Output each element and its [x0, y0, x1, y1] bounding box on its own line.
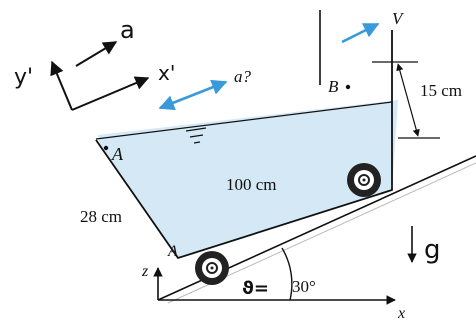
angle-label: 30°	[292, 277, 316, 296]
theta-label: ϑ=	[242, 278, 269, 299]
point-a-label: A	[167, 243, 178, 260]
point-a-hand-label: A	[111, 144, 124, 164]
height-diff-label: 15 cm	[420, 81, 462, 100]
hand-y-label: y'	[14, 65, 33, 90]
hand-a-label: a	[120, 16, 135, 44]
accel-question-label: a?	[234, 67, 252, 86]
length-label: 100 cm	[226, 175, 277, 194]
angle-arc	[281, 247, 293, 301]
point-b-label: B	[328, 77, 339, 96]
tank-wall	[95, 30, 393, 260]
point-a-dot	[103, 145, 109, 151]
accel-double-arrow	[158, 79, 228, 111]
water-region	[98, 100, 398, 258]
depth-label: 28 cm	[80, 207, 122, 226]
water-surface	[95, 101, 393, 140]
axis-z-label: z	[141, 263, 149, 280]
velocity-arrow	[341, 22, 380, 44]
wheel-left	[195, 251, 229, 285]
height-dimension	[372, 61, 440, 139]
wheel-right	[347, 163, 381, 197]
velocity-label: V	[392, 9, 405, 28]
hand-x-label: x'	[158, 61, 175, 85]
point-b-dot	[345, 84, 351, 90]
rotated-axes	[50, 41, 150, 111]
free-surface-symbol	[185, 127, 207, 144]
gravity-label: g	[424, 235, 441, 265]
axis-x-label: x	[397, 305, 405, 322]
